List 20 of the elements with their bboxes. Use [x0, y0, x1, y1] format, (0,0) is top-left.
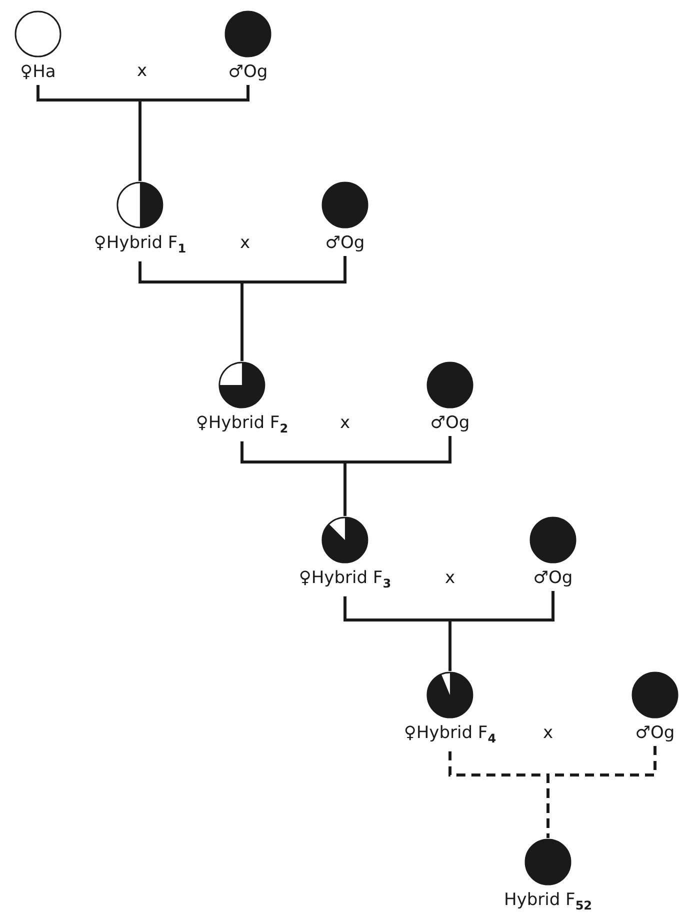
cross-sign: x	[444, 567, 456, 589]
individual-label: ♀Ha	[20, 61, 56, 83]
individual-label: ♂Og	[430, 412, 470, 434]
cross-sign: x	[340, 412, 350, 434]
individual-label: ♂Og	[533, 567, 573, 589]
individual-label: ♂Og	[325, 232, 365, 254]
individual-label: ♀Hybrid F$_{2}$	[196, 412, 288, 438]
individual-label: ♀Hybrid F$_{1}$	[94, 232, 186, 258]
individual-label: ♀Hybrid F$_{4}$	[404, 722, 496, 748]
individual-label: Hybrid F$_{52}$	[504, 889, 592, 914]
cross-sign: x	[136, 60, 148, 82]
pedigree-line	[240, 256, 346, 361]
cross-sign: x	[240, 232, 250, 254]
individual-label: ♀Hybrid F$_{3}$	[298, 567, 392, 592]
pedigree-line	[546, 746, 656, 838]
pedigree-line	[138, 85, 250, 181]
individual-label: ♂Og	[228, 61, 268, 83]
individual-label: ♂Og	[635, 722, 675, 744]
cross-sign: x	[542, 722, 554, 744]
pedigree-line	[448, 591, 554, 671]
